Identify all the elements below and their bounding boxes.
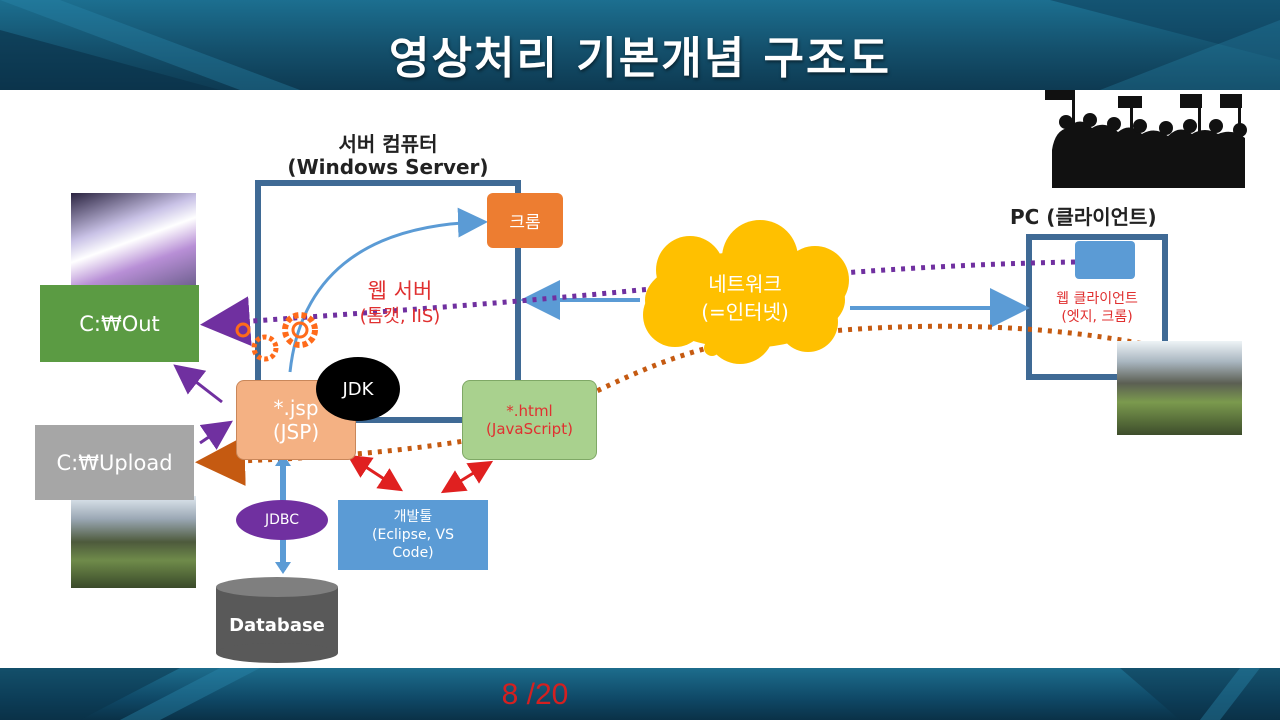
jsp-line1: *.jsp (273, 396, 319, 420)
out-folder-label: C:₩Out (79, 311, 160, 336)
network-label: 네트워크 (=인터넷) (660, 270, 830, 326)
jsp-devtool-arrow (346, 454, 404, 492)
jsp-to-chrome-arrow (288, 207, 488, 373)
html-line2: (JavaScript) (486, 420, 573, 438)
jdk-circle: JDK (316, 357, 400, 421)
jdbc-label: JDBC (264, 512, 300, 528)
page-total: /20 (526, 678, 569, 711)
database-cylinder (216, 577, 338, 663)
html-line1: *.html (506, 402, 553, 420)
server-label-line2: (Windows Server) (287, 155, 489, 179)
photo-thumbnail-original (71, 496, 196, 588)
photo-thumbnail-client (1117, 341, 1242, 435)
html-devtool-arrow (440, 460, 494, 494)
web-server-line2: (톰캣, IIS) (359, 306, 441, 327)
jsp-line2: (JSP) (272, 420, 320, 444)
upload-folder-box: C:₩Upload (35, 425, 194, 500)
web-client-label: 웹 클라이언트 (엣지, 크롬) (1032, 290, 1162, 326)
dev-tool-box: 개발툴 (Eclipse, VS Code) (338, 500, 488, 570)
database-label-wrap: Database (216, 605, 338, 645)
diagram-canvas (173, 90, 1247, 663)
dev-tool-line1: 개발툴 (393, 509, 433, 525)
chrome-server-box: 크롬 (487, 193, 563, 248)
server-label-line1: 서버 컴퓨터 (338, 132, 438, 156)
header-band (0, 0, 1280, 90)
jdbc-ellipse: JDBC (236, 500, 328, 540)
jdk-label: JDK (342, 378, 374, 400)
web-server-label: 웹 서버 (톰캣, IIS) (340, 278, 460, 330)
crowd-silhouette-icon (1045, 90, 1247, 188)
slide-title: 영상처리 기본개념 구조도 (389, 33, 891, 84)
web-server-line1: 웹 서버 (367, 279, 433, 303)
gear-icon (235, 312, 318, 362)
web-client-line2: (엣지, 크롬) (1061, 309, 1133, 325)
chrome-server-label: 크롬 (509, 213, 541, 233)
upload-folder-label: C:₩Upload (56, 450, 173, 475)
dev-tool-line2: (Eclipse, VS (372, 527, 454, 543)
page-number: 8 /20 (480, 678, 590, 712)
database-label: Database (229, 614, 325, 636)
html-box: *.html (JavaScript) (462, 380, 597, 460)
upload-to-jsp-arrow (199, 420, 233, 450)
out-folder-box: C:₩Out (40, 285, 199, 362)
dev-tool-line3: Code) (392, 545, 434, 561)
network-cloud (643, 220, 849, 364)
web-client-line1: 웹 클라이언트 (1056, 291, 1138, 307)
web-client-node (1075, 241, 1135, 279)
orange-dotted-path (195, 323, 1181, 486)
page-current: 8 (501, 678, 519, 711)
jsp-to-out-arrow (173, 364, 223, 404)
footer-band (0, 668, 1280, 720)
network-line2: (=인터넷) (701, 300, 789, 324)
photo-thumbnail-inverted (71, 193, 196, 287)
network-line1: 네트워크 (708, 272, 782, 296)
pc-label: PC (클라이언트) (1010, 205, 1157, 229)
